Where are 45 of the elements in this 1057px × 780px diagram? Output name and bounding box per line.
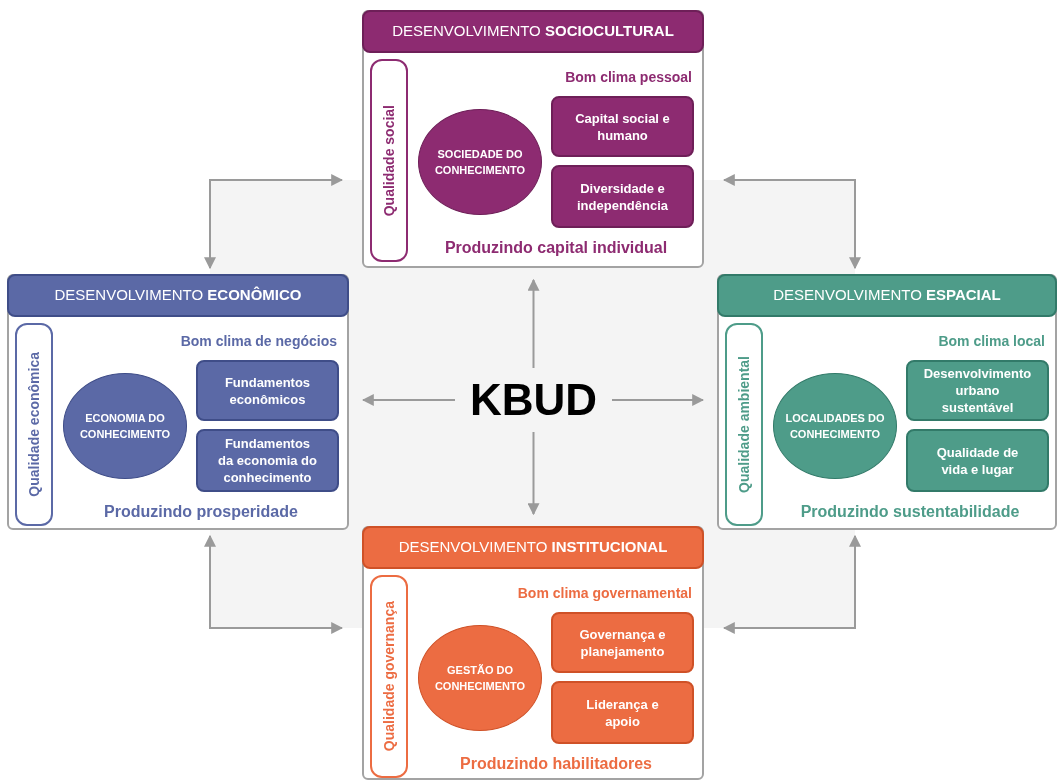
side-label-box (15, 323, 53, 526)
pillar-box: Diversidade e independência (551, 165, 694, 228)
arrow (527, 278, 540, 369)
arrow (204, 534, 344, 634)
arrow (722, 174, 861, 270)
side-label: Qualidade econômica (24, 352, 43, 497)
side-label-box (725, 323, 763, 526)
dimension-panel (717, 274, 1057, 530)
core-circle: LOCALIDADES DO CONHECIMENTO (773, 373, 897, 479)
pillar-box: Fundamentos da economia do conhecimento (196, 429, 339, 492)
outcome-title: Produzindo prosperidade (103, 502, 299, 522)
pillar-box: Qualidade de vida e lugar (906, 429, 1049, 492)
arrow (361, 394, 456, 406)
arrow (204, 174, 344, 270)
core-circle: SOCIEDADE DO CONHECIMENTO (418, 109, 542, 215)
center-title: KBUD (469, 378, 598, 422)
dimension-panel (362, 10, 704, 268)
pillar-box: Liderança e apoio (551, 681, 694, 744)
arrow (527, 431, 540, 516)
outcome-title: Produzindo capital individual (443, 238, 669, 258)
core-circle: ECONOMIA DO CONHECIMENTO (63, 373, 187, 479)
panel-header: DESENVOLVIMENTO ESPACIAL (717, 274, 1057, 317)
side-label: Qualidade ambiental (734, 356, 753, 493)
climate-subtitle: Bom clima pessoal (565, 68, 692, 87)
side-label-box (370, 575, 408, 778)
panel-header: DESENVOLVIMENTO INSTITUCIONAL (362, 526, 704, 569)
outcome-title: Produzindo sustentabilidade (799, 502, 1021, 522)
dimension-panel (362, 526, 704, 780)
core-circle: GESTÃO DO CONHECIMENTO (418, 625, 542, 731)
panel-header: DESENVOLVIMENTO ECONÔMICO (7, 274, 349, 317)
climate-subtitle: Bom clima de negócios (180, 332, 337, 351)
side-label: Qualidade social (379, 104, 398, 217)
pillar-box: Capital social e humano (551, 96, 694, 157)
outcome-title: Produzindo habilitadores (459, 754, 653, 774)
side-label: Qualidade governança (379, 601, 398, 752)
dimension-panel (7, 274, 349, 530)
arrow (611, 394, 705, 406)
pillar-box: Desenvolvimento urbano sustentável (906, 360, 1049, 421)
arrow (722, 534, 861, 634)
panel-header: DESENVOLVIMENTO SOCIOCULTURAL (362, 10, 704, 53)
climate-subtitle: Bom clima governamental (517, 584, 692, 603)
climate-subtitle: Bom clima local (938, 332, 1045, 351)
pillar-box: Governança e planejamento (551, 612, 694, 673)
side-label-box (370, 59, 408, 262)
pillar-box: Fundamentos econômicos (196, 360, 339, 421)
